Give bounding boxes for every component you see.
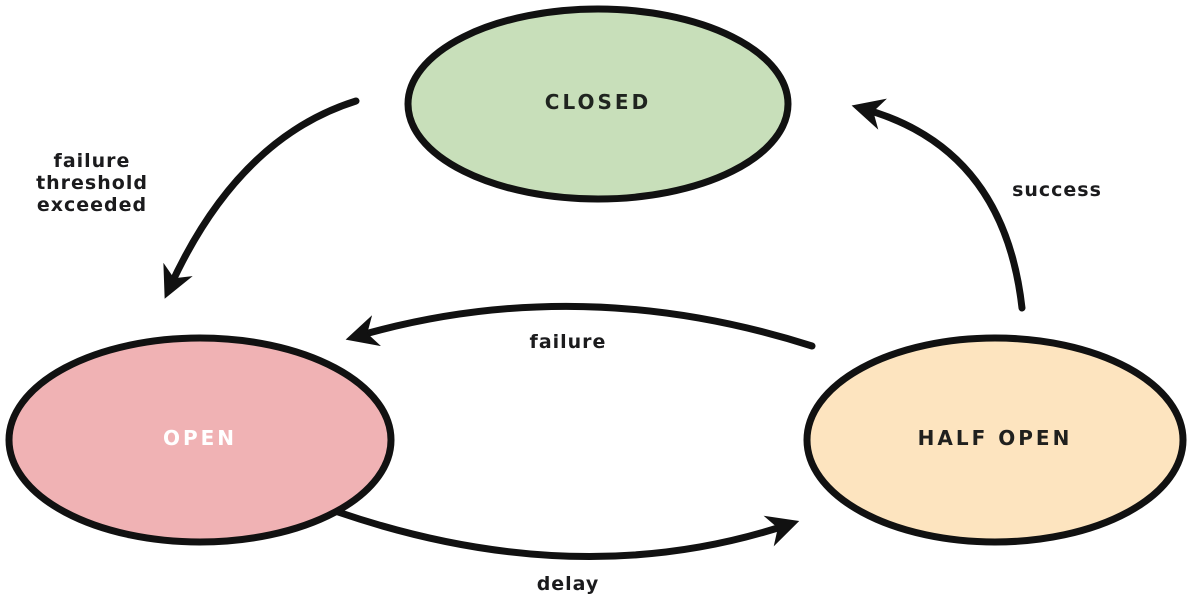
edge-half-open-to-closed [851, 98, 1026, 312]
edge-label-line: exceeded [36, 194, 148, 216]
edge-label-line: threshold [36, 172, 148, 194]
node-half-open [803, 334, 1187, 546]
edge-closed-to-open [163, 97, 360, 299]
edge-label-delay: delay [536, 573, 600, 595]
node-closed [404, 5, 792, 203]
edge-label-failure-threshold-exceeded: failure threshold exceeded [36, 150, 148, 216]
edge-label-success: success [1012, 179, 1102, 201]
node-half-open-label: HALF OPEN [917, 426, 1073, 450]
edge-label-line: failure [53, 150, 131, 172]
edge-half-open-to-open [345, 302, 816, 350]
edge-label-failure: failure [529, 331, 607, 353]
node-open [5, 334, 395, 546]
node-open-label: OPEN [162, 426, 238, 450]
edge-open-to-half-open [334, 508, 800, 561]
node-closed-label: CLOSED [544, 90, 652, 114]
